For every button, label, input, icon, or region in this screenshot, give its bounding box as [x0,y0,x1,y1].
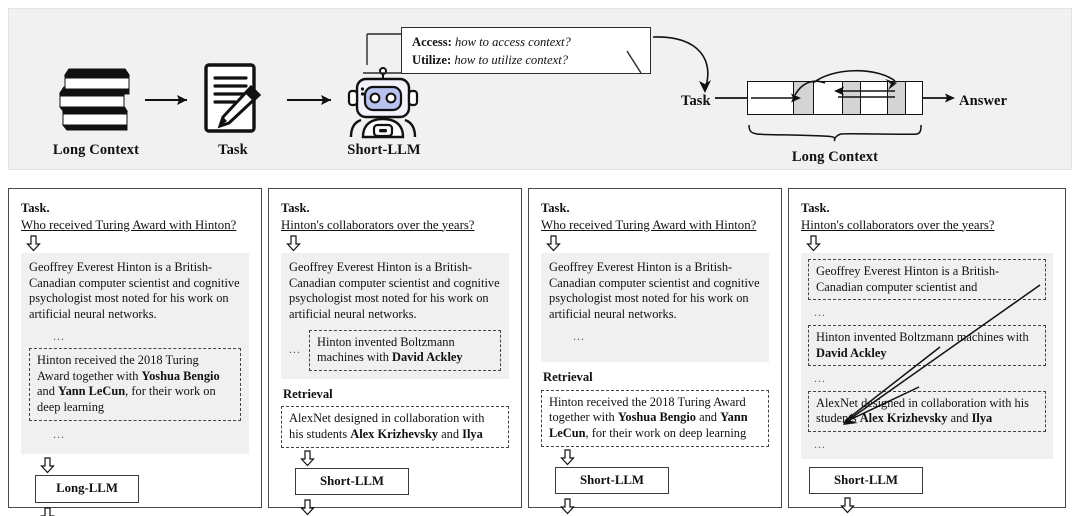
label-short-llm: Short-LLM [347,142,421,158]
panel1-highlight-yann: Yann [58,384,86,399]
panel3-retrieval-heading: Retrieval [543,370,593,385]
panel1-highlight-lecun: LeCun [88,384,126,399]
panel3-ellipsis-1: ... [573,328,585,343]
panel4-chunk2-plain: Hinton invented Boltzmann machines with [816,329,1029,344]
down-arrow-icon [26,235,41,252]
strip-cell-2-highlight [793,82,815,114]
context-strip [747,81,923,115]
down-arrow-icon [560,498,575,515]
panel1-highlight-plain: Hinton received the 2018 Turing Award to… [37,353,199,383]
panel4-chunk3-krizhevsky: Alex Krizhevsky [859,411,948,426]
books-icon [53,63,137,135]
panel3-context-block: Geoffrey Everest Hinton is a British-Can… [541,253,769,363]
panel2-context-paragraph: Geoffrey Everest Hinton is a British-Can… [289,260,500,321]
panel2-retrieval-chunk: AlexNet designed in collaboration with h… [281,406,509,448]
panel3-retrieval-mid: and [695,410,721,425]
panel2-retrieval-mid: and [438,426,463,441]
panel4-chunk2-bold: David Ackley [816,345,887,360]
panel4-ellipsis-2: ... [814,371,826,386]
panel2-context-block: Geoffrey Everest Hinton is a British-Can… [281,253,509,379]
panel2-inline-bold: David Ackley [392,350,463,365]
panel4-ellipsis-1: ... [814,305,826,320]
panel3-task-question: Who received Turing Award with Hinton? [541,217,757,232]
callout-box: Access: how to access context? Utilize: … [401,27,651,74]
strip-cell-1 [748,82,794,114]
pipeline-banner: Long Context Task Short-LLM Access: how … [8,8,1072,170]
panel1-context-paragraph: Geoffrey Everest Hinton is a British-Can… [29,260,240,321]
panel3-retrieval-yann: Yann [720,410,748,425]
panel2-short-llm-box[interactable]: Short-LLM [295,467,409,496]
panel2-ellipsis-1: ... [289,342,301,357]
panel4-chunk-2: Hinton invented Boltzmann machines with … [808,324,1046,367]
panel4-task-question: Hinton's collaborators over the years? [801,217,995,232]
panels-row: Task. Who received Turing Award with Hin… [8,188,1072,516]
callout-utilize-value: how to utilize context? [451,53,568,67]
callout-line-access: Access: how to access context? [412,33,640,51]
panel3-context-paragraph: Geoffrey Everest Hinton is a British-Can… [549,260,760,321]
panel-retrieval-turing: Task. Who received Turing Award with Hin… [528,188,782,515]
callout-access-key: Access: [412,35,452,49]
panel4-chunk-1: Geoffrey Everest Hinton is a British-Can… [808,259,1046,301]
down-arrow-icon [40,457,55,474]
panel1-long-llm-box[interactable]: Long-LLM [35,475,139,503]
panel-long-llm: Task. Who received Turing Award with Hin… [8,188,262,516]
strip-cell-4-highlight [842,82,862,114]
panel4-short-llm-box[interactable]: Short-LLM [809,466,923,495]
panel1-highlight-chunk: Hinton received the 2018 Turing Award to… [29,348,241,421]
down-arrow-icon [300,449,315,466]
down-arrow-icon [300,499,315,516]
down-arrow-icon [546,235,561,252]
panel1-highlight-bengio: Yoshua Bengio [141,368,220,383]
label-strip-task: Task [681,93,711,109]
panel1-highlight-tail: , for their work on deep learning [37,384,216,414]
panel2-task-heading: Task. [281,201,310,215]
panel4-chunk3-ilya: Ilya [971,411,993,426]
panel3-retrieval-tail: , for their work on deep learning [585,425,747,440]
panel3-task-heading: Task. [541,201,570,215]
panel2-inline-chunk: Hinton invented Boltzmann machines with … [309,329,501,371]
panel4-context-block: Geoffrey Everest Hinton is a British-Can… [801,253,1053,459]
panel1-context-block: Geoffrey Everest Hinton is a British-Can… [21,253,249,455]
callout-access-value: how to access context? [451,35,571,49]
panel1-highlight-mid: and [37,384,58,399]
down-arrow-icon [286,235,301,252]
panel4-task-heading: Task. [801,201,830,215]
strip-cell-5 [861,82,888,114]
panel2-retrieval-plain: AlexNet designed in collaboration with h… [289,411,485,441]
label-task: Task [218,142,248,158]
panel3-short-llm-box[interactable]: Short-LLM [555,466,669,495]
panel2-inline-plain: Hinton invented Boltzmann machines with [317,334,455,365]
panel4-chunk-3: AlexNet designed in collaboration with h… [808,390,1046,432]
panel1-ellipsis-2: ... [53,426,65,441]
panel3-retrieval-chunk: Hinton received the 2018 Turing Award to… [541,389,769,447]
down-arrow-icon [840,497,855,514]
panel1-ellipsis-1: ... [53,328,65,343]
down-arrow-icon [40,507,55,516]
panel3-retrieval-lecun: LeCun [549,425,586,440]
label-long-context: Long Context [52,142,140,158]
panel2-retrieval-ilya: Ilya [462,426,483,441]
label-strip-long-context: Long Context [791,149,879,165]
panel2-retrieval-heading: Retrieval [283,386,333,401]
document-pencil-icon [201,61,263,137]
strip-cell-6-highlight [887,82,907,114]
robot-icon [345,67,421,141]
panel1-task-heading: Task. [21,201,50,215]
callout-utilize-key: Utilize: [412,53,452,67]
panel4-chunk3-mid: and [947,411,972,426]
panel2-retrieval-krizhevsky: Alex Krizhevsky [350,426,439,441]
panel1-task-question: Who received Turing Award with Hinton? [21,217,237,232]
strip-cell-7 [906,82,922,114]
down-arrow-icon [806,235,821,252]
strip-cell-3 [814,82,843,114]
panel4-ellipsis-3: ... [814,436,826,451]
callout-line-utilize: Utilize: how to utilize context? [412,51,640,69]
panel-multi-chunk: Task. Hinton's collaborators over the ye… [788,188,1066,516]
panel-retrieval-collaborators: Task. Hinton's collaborators over the ye… [268,188,522,516]
panel3-retrieval-plain: Hinton received the 2018 Turing Award to… [549,394,746,425]
panel2-task-question: Hinton's collaborators over the years? [281,217,475,232]
down-arrow-icon [560,448,575,465]
label-answer: Answer [959,93,1008,109]
panel3-retrieval-bengio: Yoshua Bengio [617,410,696,425]
